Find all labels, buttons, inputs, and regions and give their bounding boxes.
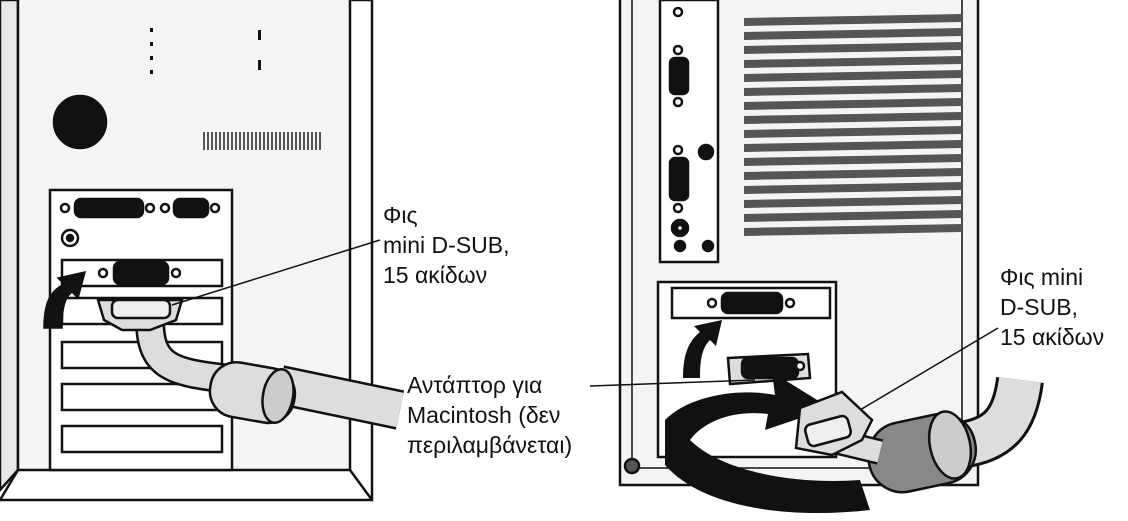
power-socket-icon: [52, 94, 108, 150]
left-plug-label-line-1: Φις: [383, 202, 418, 228]
left-insert-arrow-icon: [43, 270, 87, 329]
parallel-port-icon: [73, 197, 145, 219]
serial-port-icon: [172, 197, 210, 219]
right-cable: [794, 376, 1044, 494]
left-leader-line: [171, 239, 381, 306]
right-plug-label-line-1: Φις mini: [1000, 264, 1084, 290]
left-plug-label-line-3: 15 ακίδων: [383, 262, 488, 288]
expansion-slot-4: [60, 424, 224, 454]
vent-marks: [150, 28, 261, 74]
barcode-label: [203, 132, 321, 150]
right-plug-label-line-3: 15 ακίδων: [1000, 324, 1105, 350]
right-plug-label-line-2: D-SUB,: [1000, 294, 1078, 320]
left-computer: [0, 0, 374, 502]
right-serial-port-1-icon: [668, 56, 690, 96]
adapter-label-line-3: περιλαμβάνεται): [407, 432, 573, 458]
case-screw-icon: [623, 457, 641, 475]
left-cable: [96, 298, 405, 430]
left-plug-label: Φις mini D-SUB, 15 ακίδων: [383, 200, 510, 290]
adapter-leader-line: [589, 379, 756, 387]
adapter-label-line-1: Αντάπτορ για: [407, 372, 543, 398]
vent-slats: [744, 14, 962, 236]
right-vga-port-icon: [720, 291, 784, 315]
adapter-label: Αντάπτορ για Macintosh (δεν περιλαμβάνετ…: [407, 370, 572, 460]
right-serial-port-2-icon: [668, 156, 690, 202]
adapter-label-line-2: Macintosh (δεν: [407, 402, 561, 428]
right-leader-line: [859, 327, 999, 411]
right-insert-arrow-icon: [683, 320, 722, 378]
left-plug-label-line-2: mini D-SUB,: [383, 232, 510, 258]
vga-port-icon: [112, 260, 170, 286]
right-plug-label: Φις mini D-SUB, 15 ακίδων: [1000, 262, 1104, 352]
right-io-panel: [658, 0, 720, 264]
left-case-side: [0, 0, 20, 492]
